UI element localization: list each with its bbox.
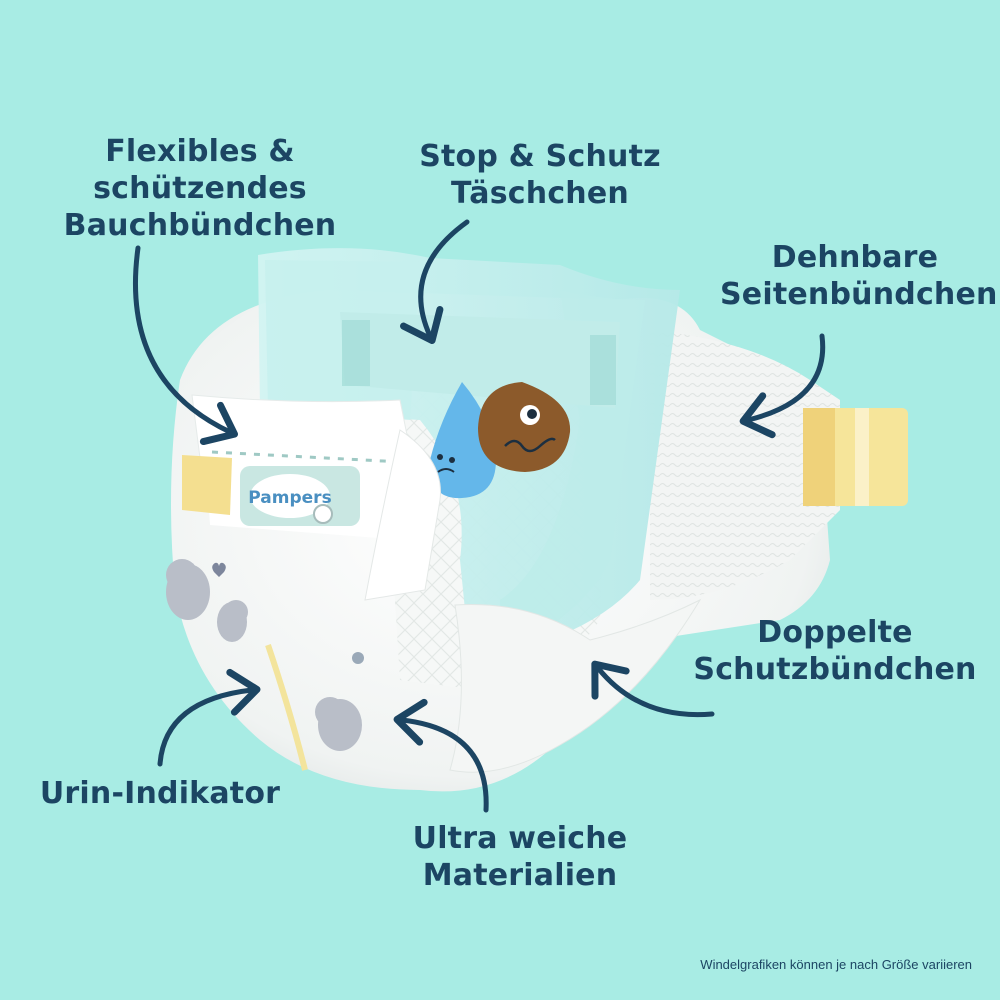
arrow-materials — [393, 698, 489, 813]
leg-cuff — [449, 598, 702, 773]
urine-indicator-stripe — [265, 644, 308, 771]
elephant-print-icon — [166, 559, 364, 751]
arrow-indicator — [157, 668, 261, 767]
arrow-sidepanels — [739, 333, 826, 439]
label-stop-protect-pocket: Stop & Schutz Täschchen — [419, 139, 661, 211]
front-waistband: Pampers — [182, 394, 441, 601]
mess-drop-icon — [478, 382, 571, 472]
heart-icon — [212, 562, 226, 577]
label-stretchy-side-panels: Dehnbare Seitenbündchen — [720, 240, 998, 312]
label-ultra-soft-materials: Ultra weiche Materialien — [412, 821, 628, 893]
label-flexible-waistband: Flexibles & schützendes Bauchbündchen — [63, 134, 337, 243]
side-tab — [803, 408, 908, 506]
label-urine-indicator: Urin-Indikator — [39, 776, 281, 811]
footnote: Windelgrafiken können je nach Größe vari… — [700, 957, 972, 972]
label-double-leg-cuffs: Doppelte Schutzbündchen — [693, 615, 977, 687]
arrow-waistband — [133, 245, 239, 446]
arrow-pocket — [400, 219, 470, 345]
brand-logo: Pampers — [248, 488, 331, 508]
arrow-cuffs — [591, 660, 715, 718]
callout-arrows — [133, 219, 826, 813]
liquid-drop-icon — [429, 382, 496, 499]
